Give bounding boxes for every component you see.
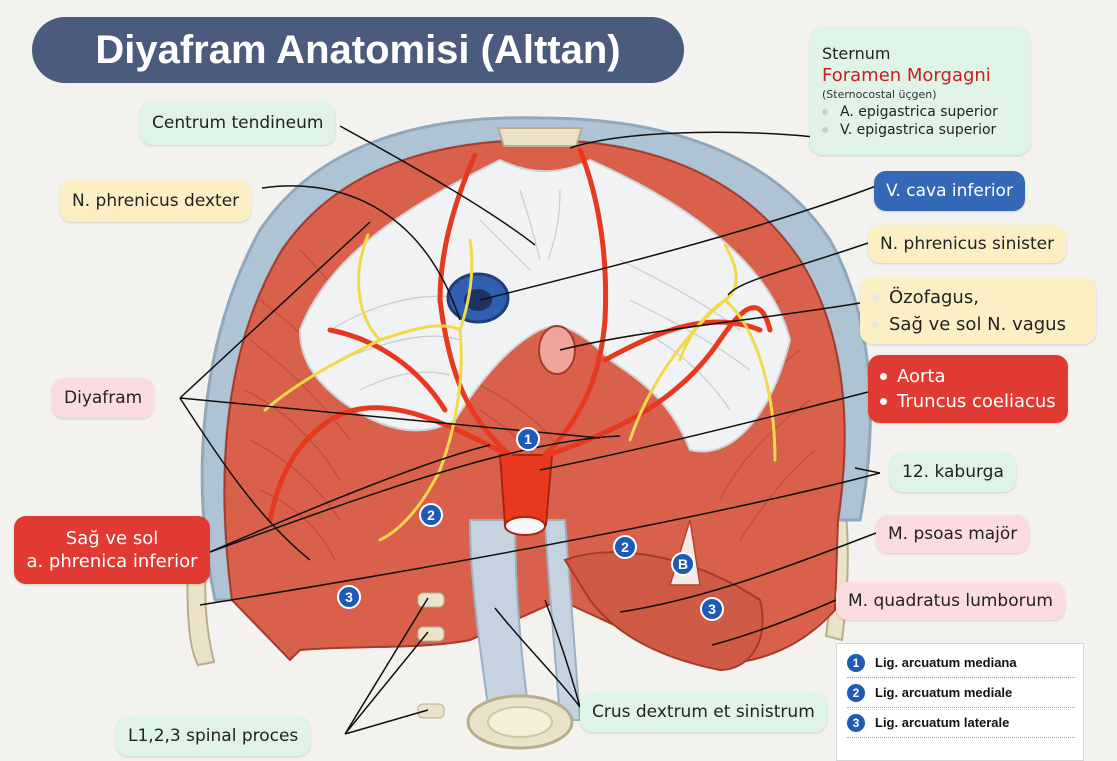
marker-2-right-label: 2 bbox=[621, 539, 629, 555]
label-text: a. phrenica inferior bbox=[26, 551, 197, 572]
label-text: Diyafram bbox=[64, 388, 142, 408]
legend-number: 1 bbox=[847, 654, 865, 672]
legend-text: Lig. arcuatum laterale bbox=[875, 715, 1009, 730]
label-crus: Crus dextrum et sinistrum bbox=[580, 692, 827, 732]
marker-2-right: 2 bbox=[614, 536, 636, 558]
aorta-row: Aorta bbox=[880, 366, 946, 387]
legend-text: Lig. arcuatum mediale bbox=[875, 685, 1012, 700]
label-text: N. phrenicus sinister bbox=[880, 234, 1054, 254]
label-text: M. psoas majör bbox=[888, 524, 1017, 544]
spinal-process-1 bbox=[418, 593, 444, 607]
page-title: Diyafram Anatomisi (Alttan) bbox=[32, 17, 684, 83]
label-text: Aorta bbox=[897, 366, 946, 387]
marker-2-left-label: 2 bbox=[427, 507, 435, 523]
marker-1: 1 bbox=[517, 428, 539, 450]
label-diyafram: Diyafram bbox=[52, 378, 154, 418]
legend-item: 2 Lig. arcuatum mediale bbox=[847, 678, 1075, 708]
label-text: Crus dextrum et sinistrum bbox=[592, 702, 815, 722]
label-text: A. epigastrica superior bbox=[840, 104, 998, 120]
aorta-lumen bbox=[505, 517, 545, 535]
label-text: V. epigastrica superior bbox=[840, 122, 996, 138]
esophageal-hiatus bbox=[539, 326, 575, 374]
ozofagus-row: Özofagus, bbox=[872, 287, 979, 308]
marker-3-right: 3 bbox=[701, 598, 723, 620]
sternum-title: Sternum bbox=[822, 44, 890, 63]
sternocostal-note: (Sternocostal üçgen) bbox=[822, 88, 937, 101]
label-n-phrenicus-sinister: N. phrenicus sinister bbox=[868, 225, 1066, 263]
label-sternum-box: Sternum Foramen Morgagni (Sternocostal ü… bbox=[810, 27, 1030, 155]
artery-row: A. epigastrica superior bbox=[822, 104, 998, 120]
label-n-phrenicus-dexter: N. phrenicus dexter bbox=[60, 180, 251, 222]
label-text: Özofagus, bbox=[889, 287, 979, 308]
sternum-bone bbox=[498, 128, 582, 146]
label-aorta-truncus: Aorta Truncus coeliacus bbox=[868, 355, 1068, 423]
label-m-psoas-major: M. psoas majör bbox=[876, 515, 1029, 553]
marker-3-left: 3 bbox=[338, 586, 360, 608]
label-text: 12. kaburga bbox=[902, 462, 1004, 482]
label-text: L1,2,3 spinal proces bbox=[128, 726, 298, 746]
label-text: Sağ ve sol bbox=[66, 528, 158, 549]
label-text: N. phrenicus dexter bbox=[72, 191, 239, 211]
marker-1-label: 1 bbox=[524, 431, 532, 447]
vertebra-inner bbox=[488, 707, 552, 737]
label-centrum-tendineum: Centrum tendineum bbox=[140, 101, 335, 145]
marker-2-left: 2 bbox=[420, 504, 442, 526]
label-text: M. quadratus lumborum bbox=[848, 591, 1053, 611]
legend-number: 3 bbox=[847, 714, 865, 732]
marker-b-label: B bbox=[678, 556, 688, 572]
truncus-row: Truncus coeliacus bbox=[880, 391, 1056, 412]
foramen-morgagni-title: Foramen Morgagni bbox=[822, 65, 991, 86]
marker-3-left-label: 3 bbox=[345, 589, 353, 605]
vein-row: V. epigastrica superior bbox=[822, 122, 996, 138]
label-spinal-proces: L1,2,3 spinal proces bbox=[116, 716, 310, 756]
label-v-cava-inferior: V. cava inferior bbox=[874, 171, 1025, 211]
legend-number: 2 bbox=[847, 684, 865, 702]
aorta bbox=[500, 455, 552, 525]
label-12-kaburga: 12. kaburga bbox=[890, 452, 1016, 492]
label-ozofagus-vagus: Özofagus, Sağ ve sol N. vagus bbox=[860, 278, 1096, 344]
label-a-phrenica-inferior: Sağ ve sol a. phrenica inferior bbox=[14, 516, 210, 584]
legend-item: 3 Lig. arcuatum laterale bbox=[847, 708, 1075, 738]
label-text: Centrum tendineum bbox=[152, 113, 323, 133]
legend-text: Lig. arcuatum mediana bbox=[875, 655, 1017, 670]
label-text: Sağ ve sol N. vagus bbox=[889, 314, 1066, 335]
legend-item: 1 Lig. arcuatum mediana bbox=[847, 648, 1075, 678]
marker-3-right-label: 3 bbox=[708, 601, 716, 617]
label-m-quadratus-lumborum: M. quadratus lumborum bbox=[836, 582, 1065, 620]
label-text: V. cava inferior bbox=[886, 181, 1013, 201]
legend: 1 Lig. arcuatum mediana 2 Lig. arcuatum me… bbox=[836, 643, 1084, 761]
vagus-row: Sağ ve sol N. vagus bbox=[872, 314, 1066, 335]
label-text: Truncus coeliacus bbox=[897, 391, 1056, 412]
